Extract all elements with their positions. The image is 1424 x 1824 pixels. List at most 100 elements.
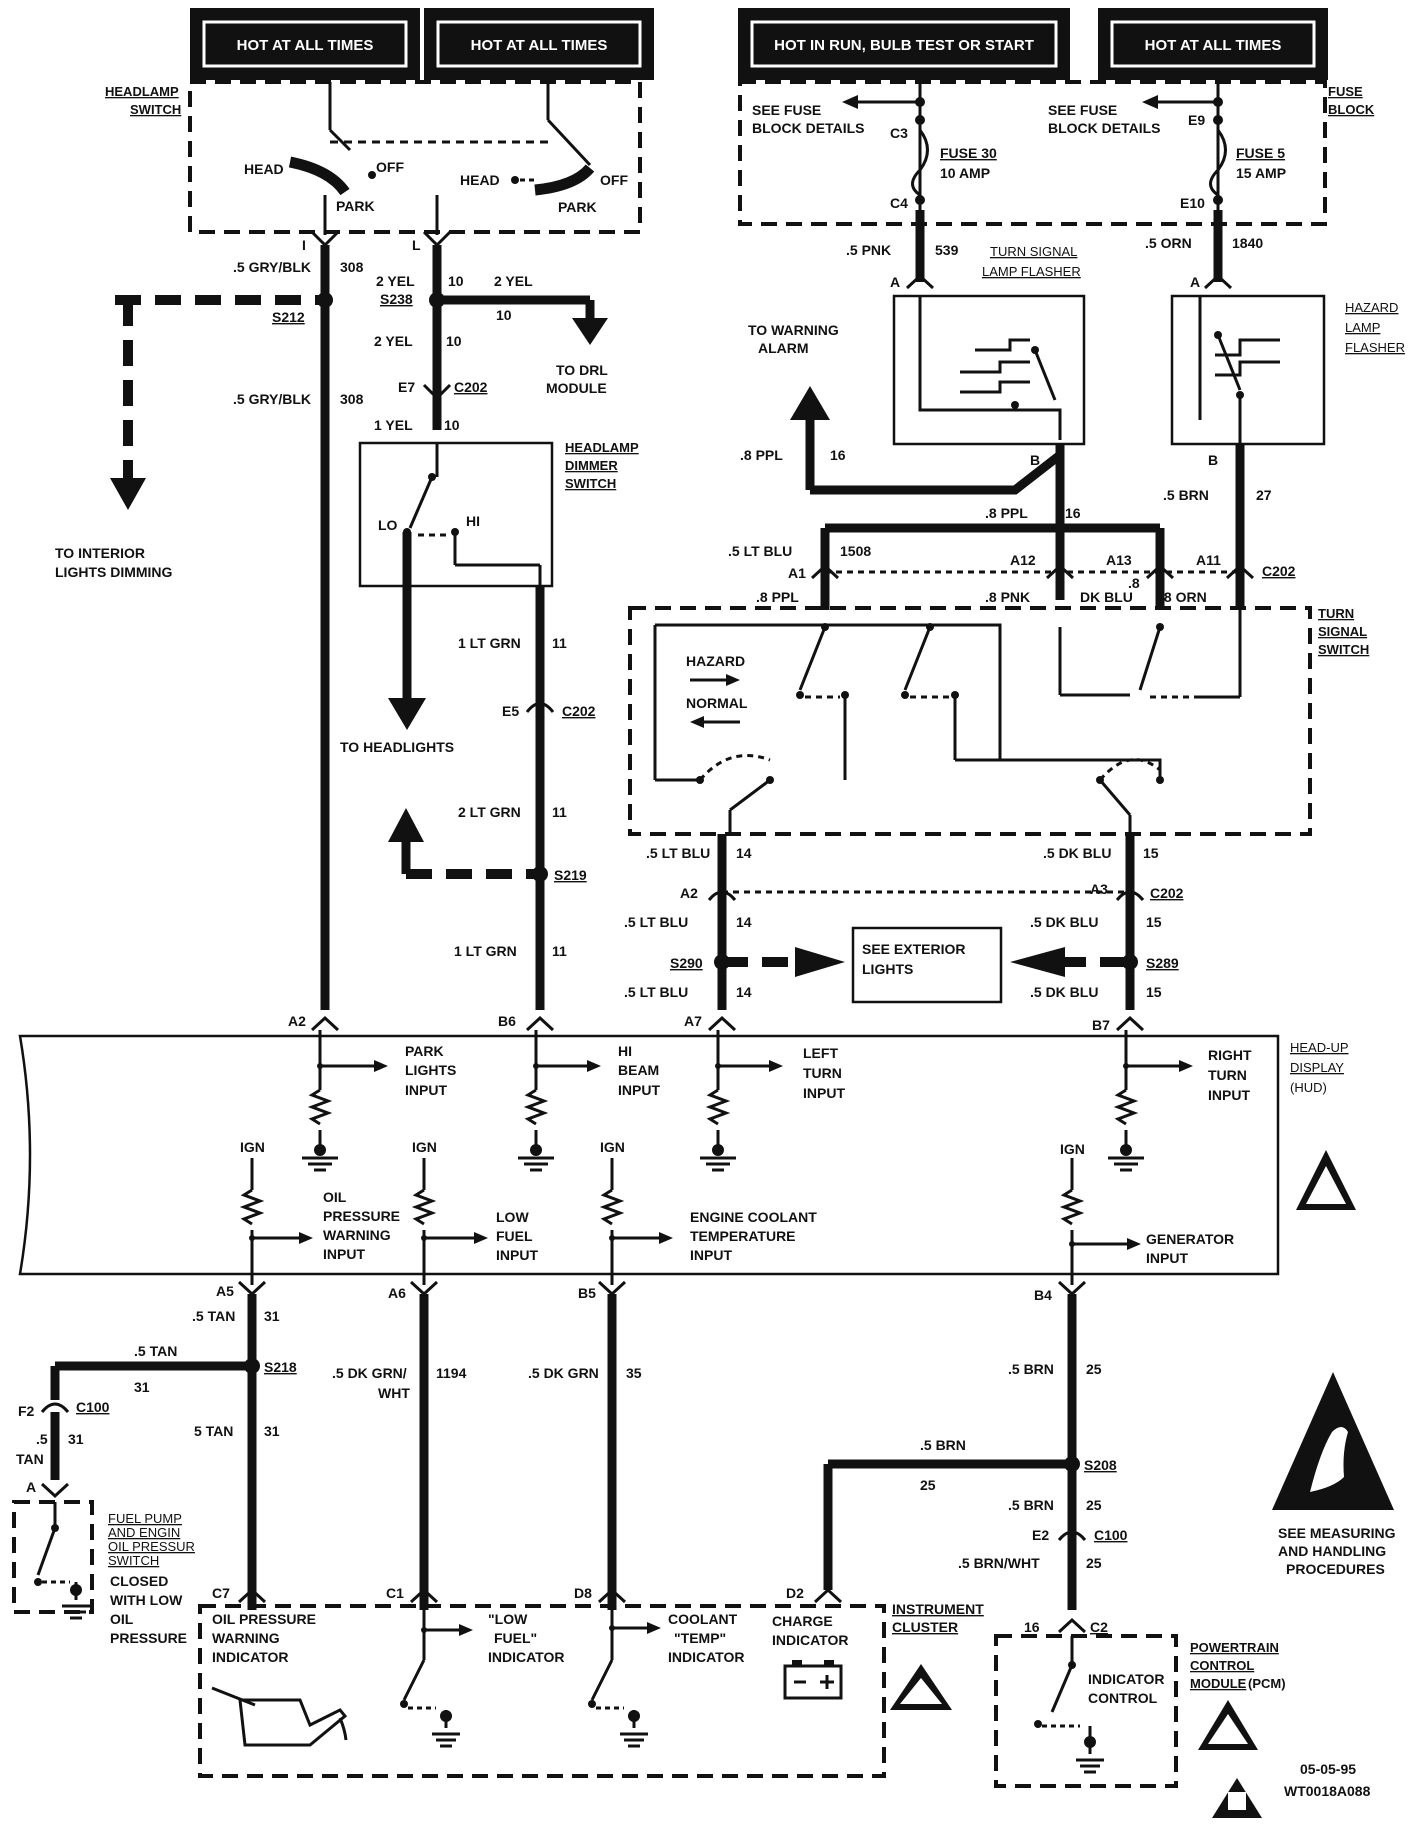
wire-dkgrn-wht-label: .5 DK GRN/ [332,1365,407,1381]
wire-539-label: 539 [935,242,959,258]
wire-dkblu-label: DK BLU [1080,589,1133,605]
see-exterior-label: SEE EXTERIOR [862,941,965,957]
closed-label-3: OIL [110,1611,134,1627]
footer-code: 05-05-95 WT0018A088 [1284,1761,1371,1799]
wire-08-label: .8 [1128,575,1140,591]
turn-signal-flasher: TURN SIGNAL LAMP FLASHER [892,244,1086,470]
ign-label-1: IGN [240,1139,265,1155]
lower-wires: .5 TAN 31 .5 TAN 31 S218 .5 DK GRN/ WHT … [16,1294,1128,1610]
pin-e7: E7 [398,379,415,395]
headlamp-park-label-2: PARK [558,199,597,215]
esd-large-symbol: SEE MEASURING AND HANDLING PROCEDURES [1272,1372,1396,1577]
fuse-block-title-1: FUSE [1328,84,1363,99]
wire-15-label: 15 [1143,845,1159,861]
wire-2yel-label-b: 2 YEL [494,273,533,289]
pin-a5: A5 [216,1283,234,1299]
closed-label-4: PRESSURE [110,1630,187,1646]
oil-pressure-switch: FUEL PUMP AND ENGIN OIL PRESSUR SWITCH C… [12,1500,195,1646]
ign-label-2: IGN [412,1139,437,1155]
wire-10-label-c: 10 [446,333,462,349]
pin-a1: A1 [788,565,806,581]
wire-27-label: 27 [1256,487,1272,503]
pin-a-hazard: A [1190,274,1200,290]
to-headlights-label: TO HEADLIGHTS [340,739,454,755]
wire-10-label-d: 10 [444,417,460,433]
pin-d8: D8 [574,1585,592,1601]
pin-a-switch: A [26,1479,36,1495]
wire-brn-label: .5 BRN [1163,487,1209,503]
wire-2yel-label-c: 2 YEL [374,333,413,349]
right-turn-label-3: INPUT [1208,1087,1250,1103]
park-lights-label-2: LIGHTS [405,1062,456,1078]
headlamp-pin-l: L [412,237,421,253]
wire-05-label: .5 [36,1431,48,1447]
dimmer-lo-label: LO [378,517,398,533]
low-fuel-label-1: LOW [496,1209,529,1225]
hazard-flasher-title-3: FLASHER [1345,340,1405,355]
pin-f2: F2 [18,1403,35,1419]
wire-ppl-label-c: .8 PPL [756,589,799,605]
oil-input-label-2: PRESSURE [323,1208,400,1224]
pin-e10: E10 [1180,195,1205,211]
pin-b-hazard: B [1208,452,1218,468]
wire-1ltgrn-label-b: 1 LT GRN [454,943,517,959]
headlamp-off-label-1: OFF [376,159,404,175]
coolant-input-label-1: ENGINE COOLANT [690,1209,817,1225]
pin-a12: A12 [1010,552,1036,568]
wire-1194-label: 1194 [436,1365,467,1381]
headlamp-switch-title: HEADLAMP [105,84,179,99]
closed-label-2: WITH LOW [110,1592,183,1608]
pin-d2: D2 [786,1585,804,1601]
exterior-lights-label: LIGHTS [862,961,913,977]
pin-c3: C3 [890,125,908,141]
drl-module-label: MODULE [546,380,607,396]
wire-dkblu-label-c: .5 DK BLU [1030,914,1098,930]
connector-c202-d: C202 [1150,885,1184,901]
park-lights-label-3: INPUT [405,1082,447,1098]
wire-11-label-c: 11 [552,943,567,959]
splice-s238: S238 [380,291,413,307]
wire-25-label: 25 [1086,1361,1102,1377]
coolant-input-label-2: TEMPERATURE [690,1228,796,1244]
see-fuse-label-1: SEE FUSE [752,102,821,118]
fuel-pump-label-1: FUEL PUMP [108,1511,182,1526]
power-label-3: HOT IN RUN, BULB TEST OR START [774,37,1034,54]
wire-dkblu-label-d: .5 DK BLU [1030,984,1098,1000]
wire-308-label: 308 [340,259,364,275]
wire-orn-label: .5 ORN [1145,235,1192,251]
connector-c202-b: C202 [562,703,596,719]
coolant-indicator-label-1: COOLANT [668,1611,738,1627]
pin-c4: C4 [890,195,908,211]
wire-25-label-s208: 25 [920,1477,936,1493]
oil-can-icon [211,1686,348,1747]
headlamp-wires: .5 GRY/BLK 308 2 YEL 10 2 YEL 10 S212 S2… [55,230,608,1010]
wire-brn-label-s208: .5 BRN [920,1437,966,1453]
oil-indicator-label-2: WARNING [212,1630,280,1646]
park-lights-label-1: PARK [405,1043,444,1059]
wire-wht-label: WHT [378,1385,410,1401]
pcm-title-3: MODULE [1190,1676,1247,1691]
hud-title-2: DISPLAY [1290,1060,1344,1075]
fuel-pump-label-4: SWITCH [108,1553,159,1568]
pcm-pin-16: 16 [1024,1619,1040,1635]
pin-b4: B4 [1034,1287,1052,1303]
splice-s218: S218 [264,1359,297,1375]
oil-indicator-label-1: OIL PRESSURE [212,1611,316,1627]
c202-connector-row: A1 A12 A13 A11 C202 .8 PPL .8 PNK DK BLU… [756,552,1296,605]
connector-c202-c: C202 [1262,563,1296,579]
wire-orn-label-b: .8 ORN [1160,589,1207,605]
coolant-indicator-label-2: "TEMP" [674,1630,726,1646]
connector-c100-b: C100 [1094,1527,1128,1543]
hud-title-1: HEAD-UP [1290,1040,1349,1055]
wire-31-label-b: 31 [134,1379,150,1395]
wire-25-label-e2: 25 [1086,1497,1102,1513]
esd-label-3: PROCEDURES [1286,1561,1385,1577]
pin-a6: A6 [388,1285,406,1301]
turn-flasher-title-2: LAMP FLASHER [982,264,1081,279]
hud-park-input [302,1030,388,1172]
pin-b7: B7 [1092,1017,1110,1033]
pcm-title-1: POWERTRAIN [1190,1640,1279,1655]
turn-switch-title-1: TURN [1318,606,1354,621]
esd-label-2: AND HANDLING [1278,1543,1386,1559]
headlamp-switch-title-2: SWITCH [130,102,181,117]
